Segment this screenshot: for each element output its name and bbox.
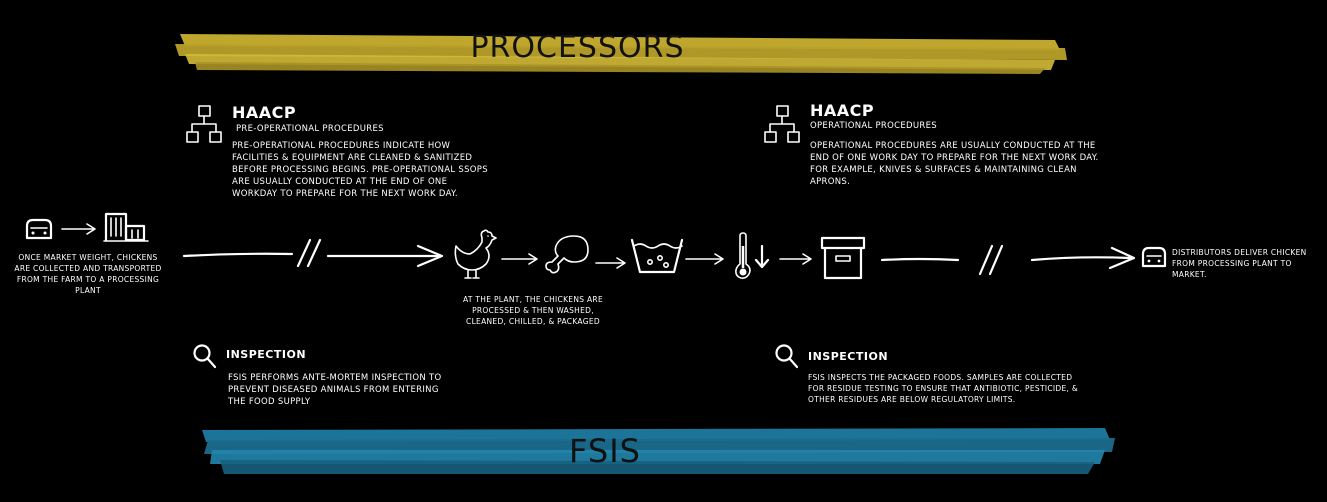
magnifier-icon <box>775 344 799 369</box>
haacp-right-heading: HAACP <box>810 101 875 120</box>
drumstick-icon <box>545 235 589 274</box>
fsis-banner-brush <box>202 428 1115 474</box>
fsis-title: FSIS <box>569 432 641 470</box>
inspection-left-heading: Inspection <box>226 348 307 361</box>
wash-basin-icon <box>630 238 684 274</box>
haacp-left-heading: HAACP <box>232 103 297 122</box>
plant-caption: At the plant, the chickens are processed… <box>463 295 603 326</box>
haacp-left-subheading: Pre-Operational Procedures <box>236 124 384 134</box>
arrow-icon <box>501 253 538 265</box>
flowchart-icon <box>186 105 222 143</box>
processors-title: Processors <box>470 30 685 65</box>
flowchart-icon <box>764 105 800 143</box>
inspection-left-body: FSIS performs ante-mortem inspection to … <box>228 373 442 407</box>
haacp-right-subheading: Operational Procedures <box>810 121 937 131</box>
timeline-arrow <box>880 244 1136 276</box>
factory-icon <box>103 212 149 242</box>
chicken-icon <box>454 229 497 279</box>
arrow-icon <box>685 253 724 265</box>
truck-icon <box>25 218 53 240</box>
arrow-icon <box>595 257 626 269</box>
truck-icon <box>1141 246 1167 268</box>
haacp-left-body: Pre-operational procedures indicate how … <box>232 141 488 199</box>
processors-banner: Processors <box>175 26 1070 76</box>
haacp-right-body: Operational procedures are usually condu… <box>810 141 1099 187</box>
magnifier-icon <box>193 344 217 369</box>
start-caption: Once market weight, chickens are collect… <box>14 253 162 295</box>
inspection-right-heading: Inspection <box>808 350 889 363</box>
arrow-icon <box>779 253 812 265</box>
processors-banner-brush <box>175 34 1067 74</box>
fsis-banner: FSIS <box>200 426 1120 478</box>
inspection-right-body: FSIS inspects the packaged foods. Sample… <box>808 373 1079 404</box>
end-caption: Distributors deliver chicken from proces… <box>1172 248 1307 279</box>
arrow-icon <box>61 223 96 235</box>
timeline-arrow <box>182 238 444 268</box>
thermometer-icon <box>735 232 770 279</box>
box-icon <box>820 236 866 280</box>
